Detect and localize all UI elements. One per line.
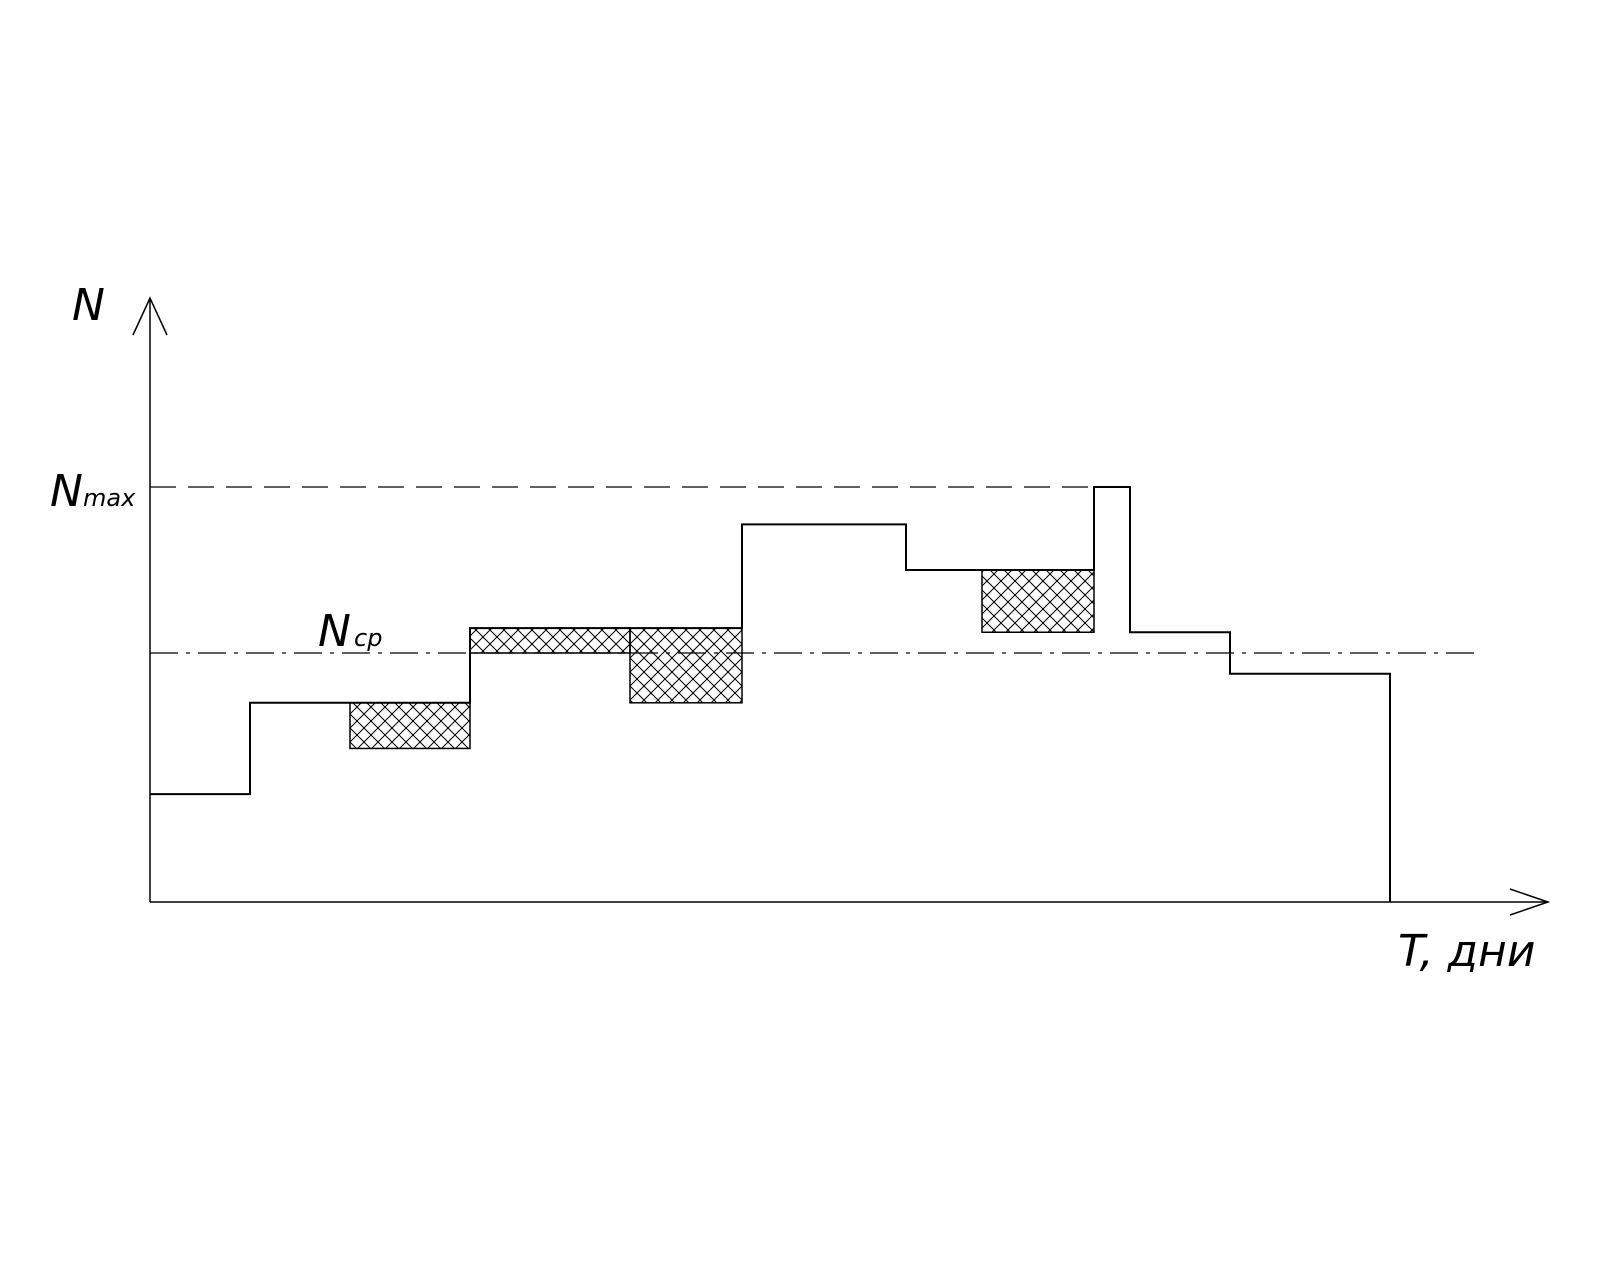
hatched-region-3 — [629, 627, 743, 704]
nmax-label-sub: max — [83, 484, 136, 512]
hatched-region-1 — [349, 702, 471, 750]
y-axis-label: N — [72, 280, 105, 331]
hatched-regions — [349, 569, 1095, 750]
x-axis-label: T, дни — [1398, 926, 1535, 977]
ncp-label-main: N — [318, 606, 351, 657]
hatched-region-2 — [469, 627, 631, 654]
ncp-label-sub: ср — [354, 624, 382, 652]
nmax-label-main: N — [50, 466, 83, 517]
load-step-line — [150, 486, 1391, 902]
reference-lines — [150, 486, 1478, 654]
axes — [132, 296, 1551, 916]
x-axis-arrow — [1509, 888, 1551, 916]
y-axis-arrow — [132, 296, 168, 336]
load-profile — [150, 486, 1391, 902]
hatched-region-4 — [981, 569, 1095, 633]
